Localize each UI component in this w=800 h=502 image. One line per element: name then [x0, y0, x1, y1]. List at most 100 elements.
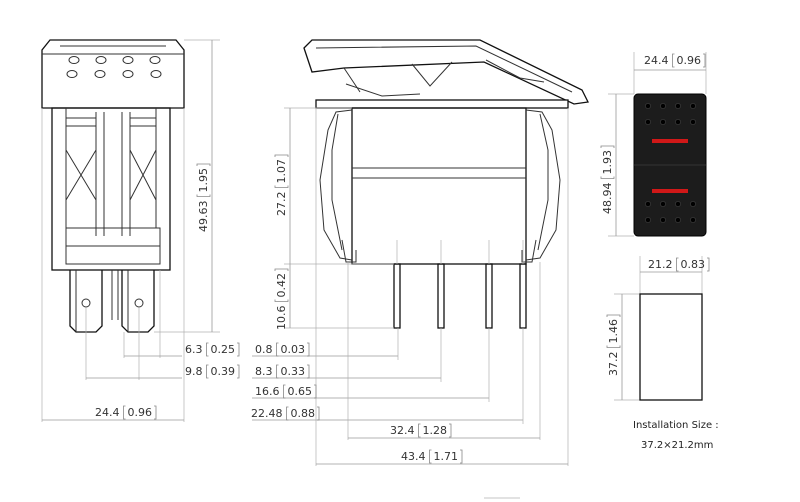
- dimension-text: 49.631.95: [197, 168, 210, 232]
- side-horizontal-dimensions: [252, 108, 569, 466]
- dimension-text: 10.60.42: [275, 273, 288, 330]
- bracket-left: [196, 194, 211, 197]
- bracket-left: [672, 53, 675, 68]
- bracket-left: [283, 384, 286, 399]
- bracket-right: [237, 364, 240, 379]
- bracket-right: [460, 449, 463, 464]
- side-pins: [393, 240, 527, 329]
- dimension-label-top-height: 48.941.93: [600, 145, 615, 214]
- bracket-left: [600, 176, 615, 179]
- top-height-dimension: [608, 93, 634, 237]
- bracket-left: [276, 342, 279, 357]
- bracket-right: [154, 405, 157, 420]
- bracket-left: [206, 364, 209, 379]
- bracket-left: [676, 257, 679, 272]
- bracket-left: [274, 299, 289, 302]
- dimension-label-side-body-height: 27.21.07: [274, 154, 289, 216]
- bracket-right: [606, 314, 621, 317]
- face-dot: [675, 217, 681, 223]
- bracket-left: [274, 185, 289, 188]
- dimension-label-cutout-height: 37.21.46: [606, 314, 621, 376]
- bracket-right: [600, 145, 615, 148]
- cutout-width-dimension: [639, 256, 703, 294]
- bracket-left: [206, 342, 209, 357]
- bracket-left: [286, 406, 289, 421]
- front-view: [41, 39, 220, 422]
- indicator-top: [652, 139, 688, 143]
- bracket-right: [274, 268, 289, 271]
- face-dot: [645, 201, 651, 207]
- bracket-right: [449, 423, 452, 438]
- front-cap-holes: [66, 56, 162, 78]
- bracket-right: [274, 154, 289, 157]
- face-dots: [645, 103, 696, 223]
- face-dot: [660, 217, 666, 223]
- bracket-left: [123, 405, 126, 420]
- face-dot: [690, 119, 696, 125]
- face-dot: [660, 201, 666, 207]
- bracket-left: [418, 423, 421, 438]
- face-dot: [645, 103, 651, 109]
- dimension-text: 48.941.93: [601, 150, 614, 214]
- dimension-label-front-height: 49.631.95: [196, 163, 211, 232]
- installation-label: Installation Size :: [633, 420, 719, 431]
- front-height-dimension: [154, 39, 220, 333]
- bracket-right: [307, 342, 310, 357]
- bracket-right: [307, 364, 310, 379]
- face-dot: [690, 201, 696, 207]
- bracket-right: [196, 163, 211, 166]
- cutout-view: [614, 256, 703, 401]
- dimension-text: 37.21.46: [607, 319, 620, 376]
- bracket-right: [317, 406, 320, 421]
- bracket-left: [606, 345, 621, 348]
- installation-size: 37.2×21.2mm: [641, 440, 713, 451]
- face-dot: [690, 217, 696, 223]
- bracket-right: [237, 342, 240, 357]
- dimension-label-side-pin-length: 10.60.42: [274, 268, 289, 330]
- bracket-left: [276, 364, 279, 379]
- face-dot: [675, 119, 681, 125]
- face-dot: [660, 119, 666, 125]
- front-terminals: [69, 270, 155, 333]
- front-bottom-dimensions: [41, 108, 185, 422]
- cutout-rect: [639, 293, 703, 401]
- bracket-right: [314, 384, 317, 399]
- face-dot: [645, 119, 651, 125]
- dimension-text: 27.21.07: [275, 159, 288, 216]
- bracket-right: [703, 53, 706, 68]
- top-width-dimension: [633, 52, 707, 94]
- side-vertical-dimensions: [284, 107, 394, 329]
- cutout-height-dimension: [614, 293, 640, 401]
- face-dot: [675, 103, 681, 109]
- face-dot: [660, 103, 666, 109]
- side-view: [252, 39, 589, 466]
- face-dot: [675, 201, 681, 207]
- bracket-left: [429, 449, 432, 464]
- face-dot: [645, 217, 651, 223]
- indicator-bottom: [652, 189, 688, 193]
- bracket-right: [707, 257, 710, 272]
